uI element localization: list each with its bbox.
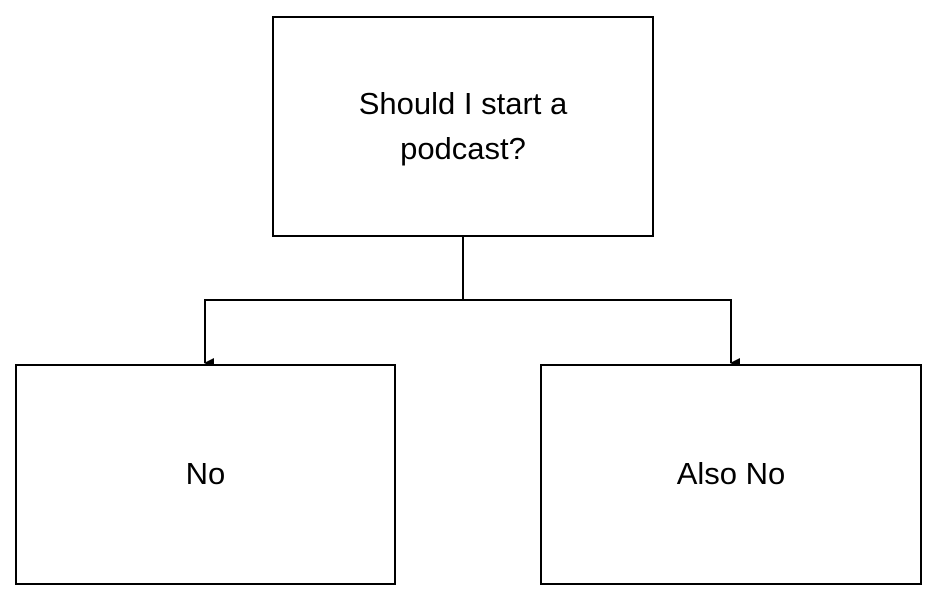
root-question-label: Should I start a podcast? [358, 85, 568, 166]
answer-also-no-node: Also No [540, 364, 922, 585]
answer-no-label: No [185, 456, 226, 492]
answer-also-no-label: Also No [676, 456, 786, 492]
answer-no-node: No [15, 364, 396, 585]
root-question-node: Should I start a podcast? [272, 16, 654, 237]
